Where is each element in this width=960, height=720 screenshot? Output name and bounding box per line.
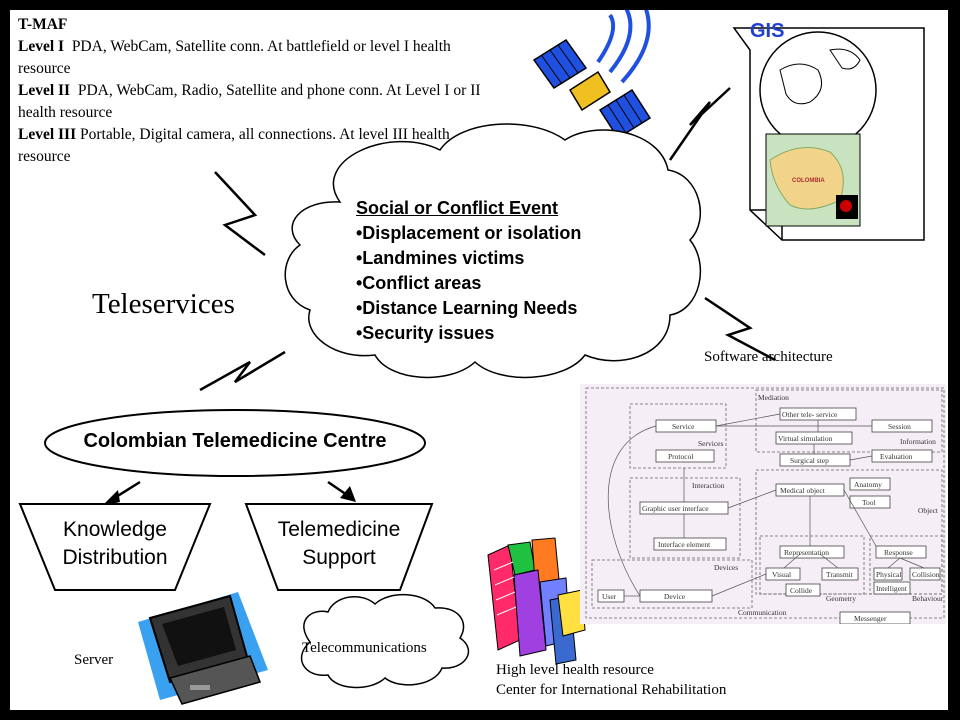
arch-device: Device (664, 592, 686, 601)
event-item: •Distance Learning Needs (356, 298, 578, 318)
colombia-map-label: COLOMBIA (792, 178, 825, 184)
arch-interface-element: Interface element (658, 540, 711, 549)
level-3-line: Level III Portable, Digital camera, all … (18, 126, 454, 165)
arch-evaluation: Evaluation (880, 452, 913, 461)
centre-ellipse (44, 409, 426, 477)
lightning-bolt-right-icon (704, 296, 776, 362)
lightning-bolt-icons (199, 87, 776, 392)
server-label: Server (74, 652, 114, 668)
arch-collide: Collide (790, 586, 813, 595)
server-computer-icon (138, 592, 268, 705)
knowledge-trapezoid (18, 503, 212, 591)
interaction-box (629, 477, 741, 559)
arch-user: User (602, 592, 617, 601)
slide-canvas: T-MAF Level I PDA, WebCam, Satellite con… (10, 10, 948, 710)
mediation-box (755, 389, 943, 453)
arch-intelligent: Intelligent (876, 584, 908, 593)
gis-label: GIS (750, 20, 785, 42)
telecom-cloud (300, 593, 470, 689)
centre-label: Colombian Telemedicine Centre (83, 430, 387, 452)
telecommunications-label: Telecommunications (302, 640, 427, 656)
services-box (629, 403, 727, 469)
arch-messenger: Messenger (854, 614, 887, 623)
arch-services: Services (698, 439, 723, 448)
arch-medical-object: Medical object (780, 486, 826, 495)
teleservices-label: Teleservices (92, 288, 235, 320)
arch-representation: Representation (784, 548, 829, 557)
diagram-graphics (18, 10, 925, 705)
communication-box (585, 387, 945, 619)
arch-information: Information (900, 437, 936, 446)
arch-geometry: Geometry (826, 594, 856, 603)
event-cloud (284, 123, 702, 379)
arch-interaction: Interaction (692, 481, 725, 490)
arrow-left-icon (102, 480, 141, 506)
tmaf-title: T-MAF (18, 16, 68, 33)
arch-surgical-step: Surgical step (790, 456, 829, 465)
health-resource-label: High level health resource Center for In… (496, 662, 727, 698)
arch-virtual-simulation: Virtual simulation (778, 434, 833, 443)
arch-session: Session (888, 422, 911, 431)
software-architecture-diagram: Mediation Other tele- service Service Se… (580, 384, 946, 624)
arch-collision: Collision (912, 570, 940, 579)
arch-devices: Devices (714, 563, 738, 572)
gis-map-icon (732, 27, 925, 241)
knowledge-distribution-label: Knowledge Distribution (62, 518, 168, 569)
event-item: •Security issues (356, 323, 495, 343)
tmaf-description: T-MAF Level I PDA, WebCam, Satellite con… (18, 14, 488, 168)
support-trapezoid (244, 503, 434, 591)
arch-protocol: Protocol (668, 452, 693, 461)
arch-visual: Visual (772, 570, 791, 579)
software-architecture-label: Software architecture (704, 349, 833, 365)
event-title: Social or Conflict Event (356, 198, 559, 218)
lightning-bolt-left-icon (214, 171, 266, 256)
arrow-right-icon (327, 480, 356, 502)
arch-mediation: Mediation (758, 393, 789, 402)
arch-response: Response (884, 548, 913, 557)
arch-graphic-user-interface: Graphic user interface (642, 504, 709, 513)
arch-object: Object (918, 506, 939, 515)
arch-communication: Communication (738, 608, 787, 617)
buildings-icon (487, 537, 586, 665)
arch-service: Service (672, 422, 695, 431)
satellite-icon (532, 10, 652, 140)
devices-box (591, 559, 753, 609)
event-item: •Displacement or isolation (356, 223, 582, 243)
arch-other-tele-service: Other tele- service (782, 410, 838, 419)
event-item: •Landmines victims (356, 248, 525, 268)
telemedicine-support-label: Telemedicine Support (277, 518, 401, 569)
arch-anatomy: Anatomy (854, 480, 882, 489)
level-2-line: Level II PDA, WebCam, Radio, Satellite a… (18, 82, 485, 121)
lightning-bolt-center-icon (199, 350, 286, 392)
lightning-bolt-top-icon (668, 87, 731, 161)
arch-tool: Tool (862, 498, 876, 507)
event-item: •Conflict areas (356, 273, 482, 293)
arch-behaviour: Behaviour (912, 594, 944, 603)
arch-physical: Physical (876, 570, 901, 579)
event-text: Social or Conflict Event •Displacement o… (356, 196, 581, 346)
arch-transmit: Transmit (826, 570, 854, 579)
level-1-line: Level I PDA, WebCam, Satellite conn. At … (18, 38, 455, 77)
geometry-box (759, 535, 865, 595)
